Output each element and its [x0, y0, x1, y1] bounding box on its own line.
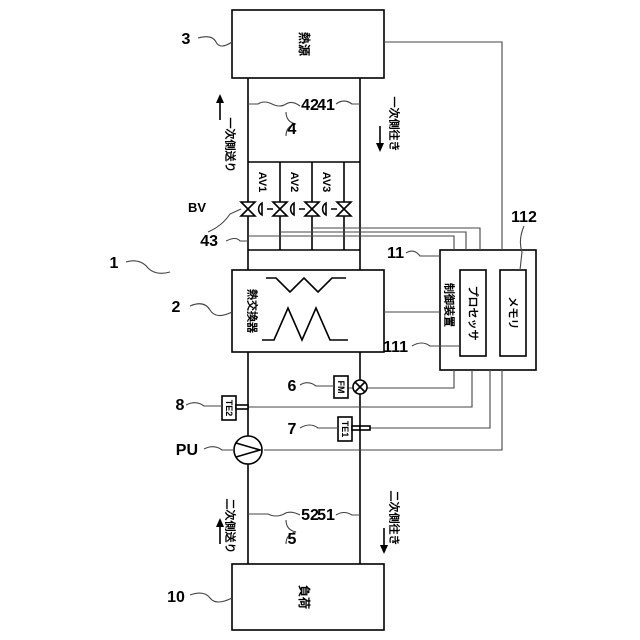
heat-source-label: 熱源: [297, 32, 312, 56]
secondary-send-label: 二次側送り: [224, 499, 238, 554]
te1-tag: TE1: [340, 421, 350, 438]
wire-av1: [248, 236, 454, 250]
av2-valve-icon: [305, 202, 319, 216]
av1-tag: AV1: [256, 172, 268, 193]
processor-label: プロセッサ: [467, 286, 481, 341]
ref-2: 2: [172, 299, 181, 316]
fm-tag: FM: [336, 381, 346, 394]
heat-exchanger-label: 熱交換器: [246, 289, 260, 334]
ref-bv: BV: [188, 200, 206, 215]
av2-tag: AV2: [288, 172, 300, 193]
pump: [234, 436, 262, 464]
flow-meter: FM: [334, 376, 367, 398]
valves: [241, 202, 351, 216]
heat-exchanger-block: 熱交換器: [232, 270, 384, 352]
te2-sensor: TE2: [222, 396, 248, 420]
ref-3: 3: [182, 31, 191, 48]
controller-block: 制御装置 プロセッサ メモリ: [440, 250, 536, 370]
te1-sensor: TE1: [338, 417, 370, 441]
ref-7: 7: [288, 421, 297, 438]
ref-10: 10: [167, 589, 185, 606]
wire-pump: [264, 370, 502, 450]
load-label: 負荷: [297, 585, 312, 609]
av3-tag: AV3: [320, 172, 332, 193]
ref-111: 111: [383, 339, 408, 356]
ref-51: 51: [317, 507, 335, 524]
arrow-down-icon: [376, 143, 384, 152]
ref-41: 41: [317, 97, 335, 114]
ref-1: 1: [110, 255, 119, 272]
ref-6: 6: [288, 378, 297, 395]
ref-8: 8: [176, 397, 185, 414]
te2-tag: TE2: [224, 400, 234, 417]
controller-label: 制御装置: [443, 283, 457, 327]
ref-4: 4: [288, 121, 297, 138]
wire-av2: [280, 232, 466, 250]
ref-11: 11: [387, 245, 404, 262]
signal-wires: [236, 42, 502, 450]
arrow-down-icon: [380, 545, 388, 554]
av1-valve-icon: [273, 202, 287, 216]
av3-valve-icon: [337, 202, 351, 216]
secondary-go-label: 二次側往き: [388, 491, 402, 546]
wire-heat-source: [384, 42, 502, 250]
arrow-up-icon: [216, 518, 224, 527]
load-block: 負荷: [232, 564, 384, 630]
arrow-up-icon: [216, 94, 224, 103]
ref-pu: PU: [176, 442, 198, 459]
primary-send-label: 一次側送り: [224, 118, 238, 173]
memory-label: メモリ: [507, 297, 520, 330]
ref-43: 43: [200, 233, 218, 250]
ref-112: 112: [511, 209, 537, 226]
ref-5: 5: [288, 531, 297, 548]
primary-go-label: 一次側往き: [388, 97, 402, 152]
bv-valve-icon: [241, 202, 255, 216]
heat-source-block: 熱源: [232, 10, 384, 78]
